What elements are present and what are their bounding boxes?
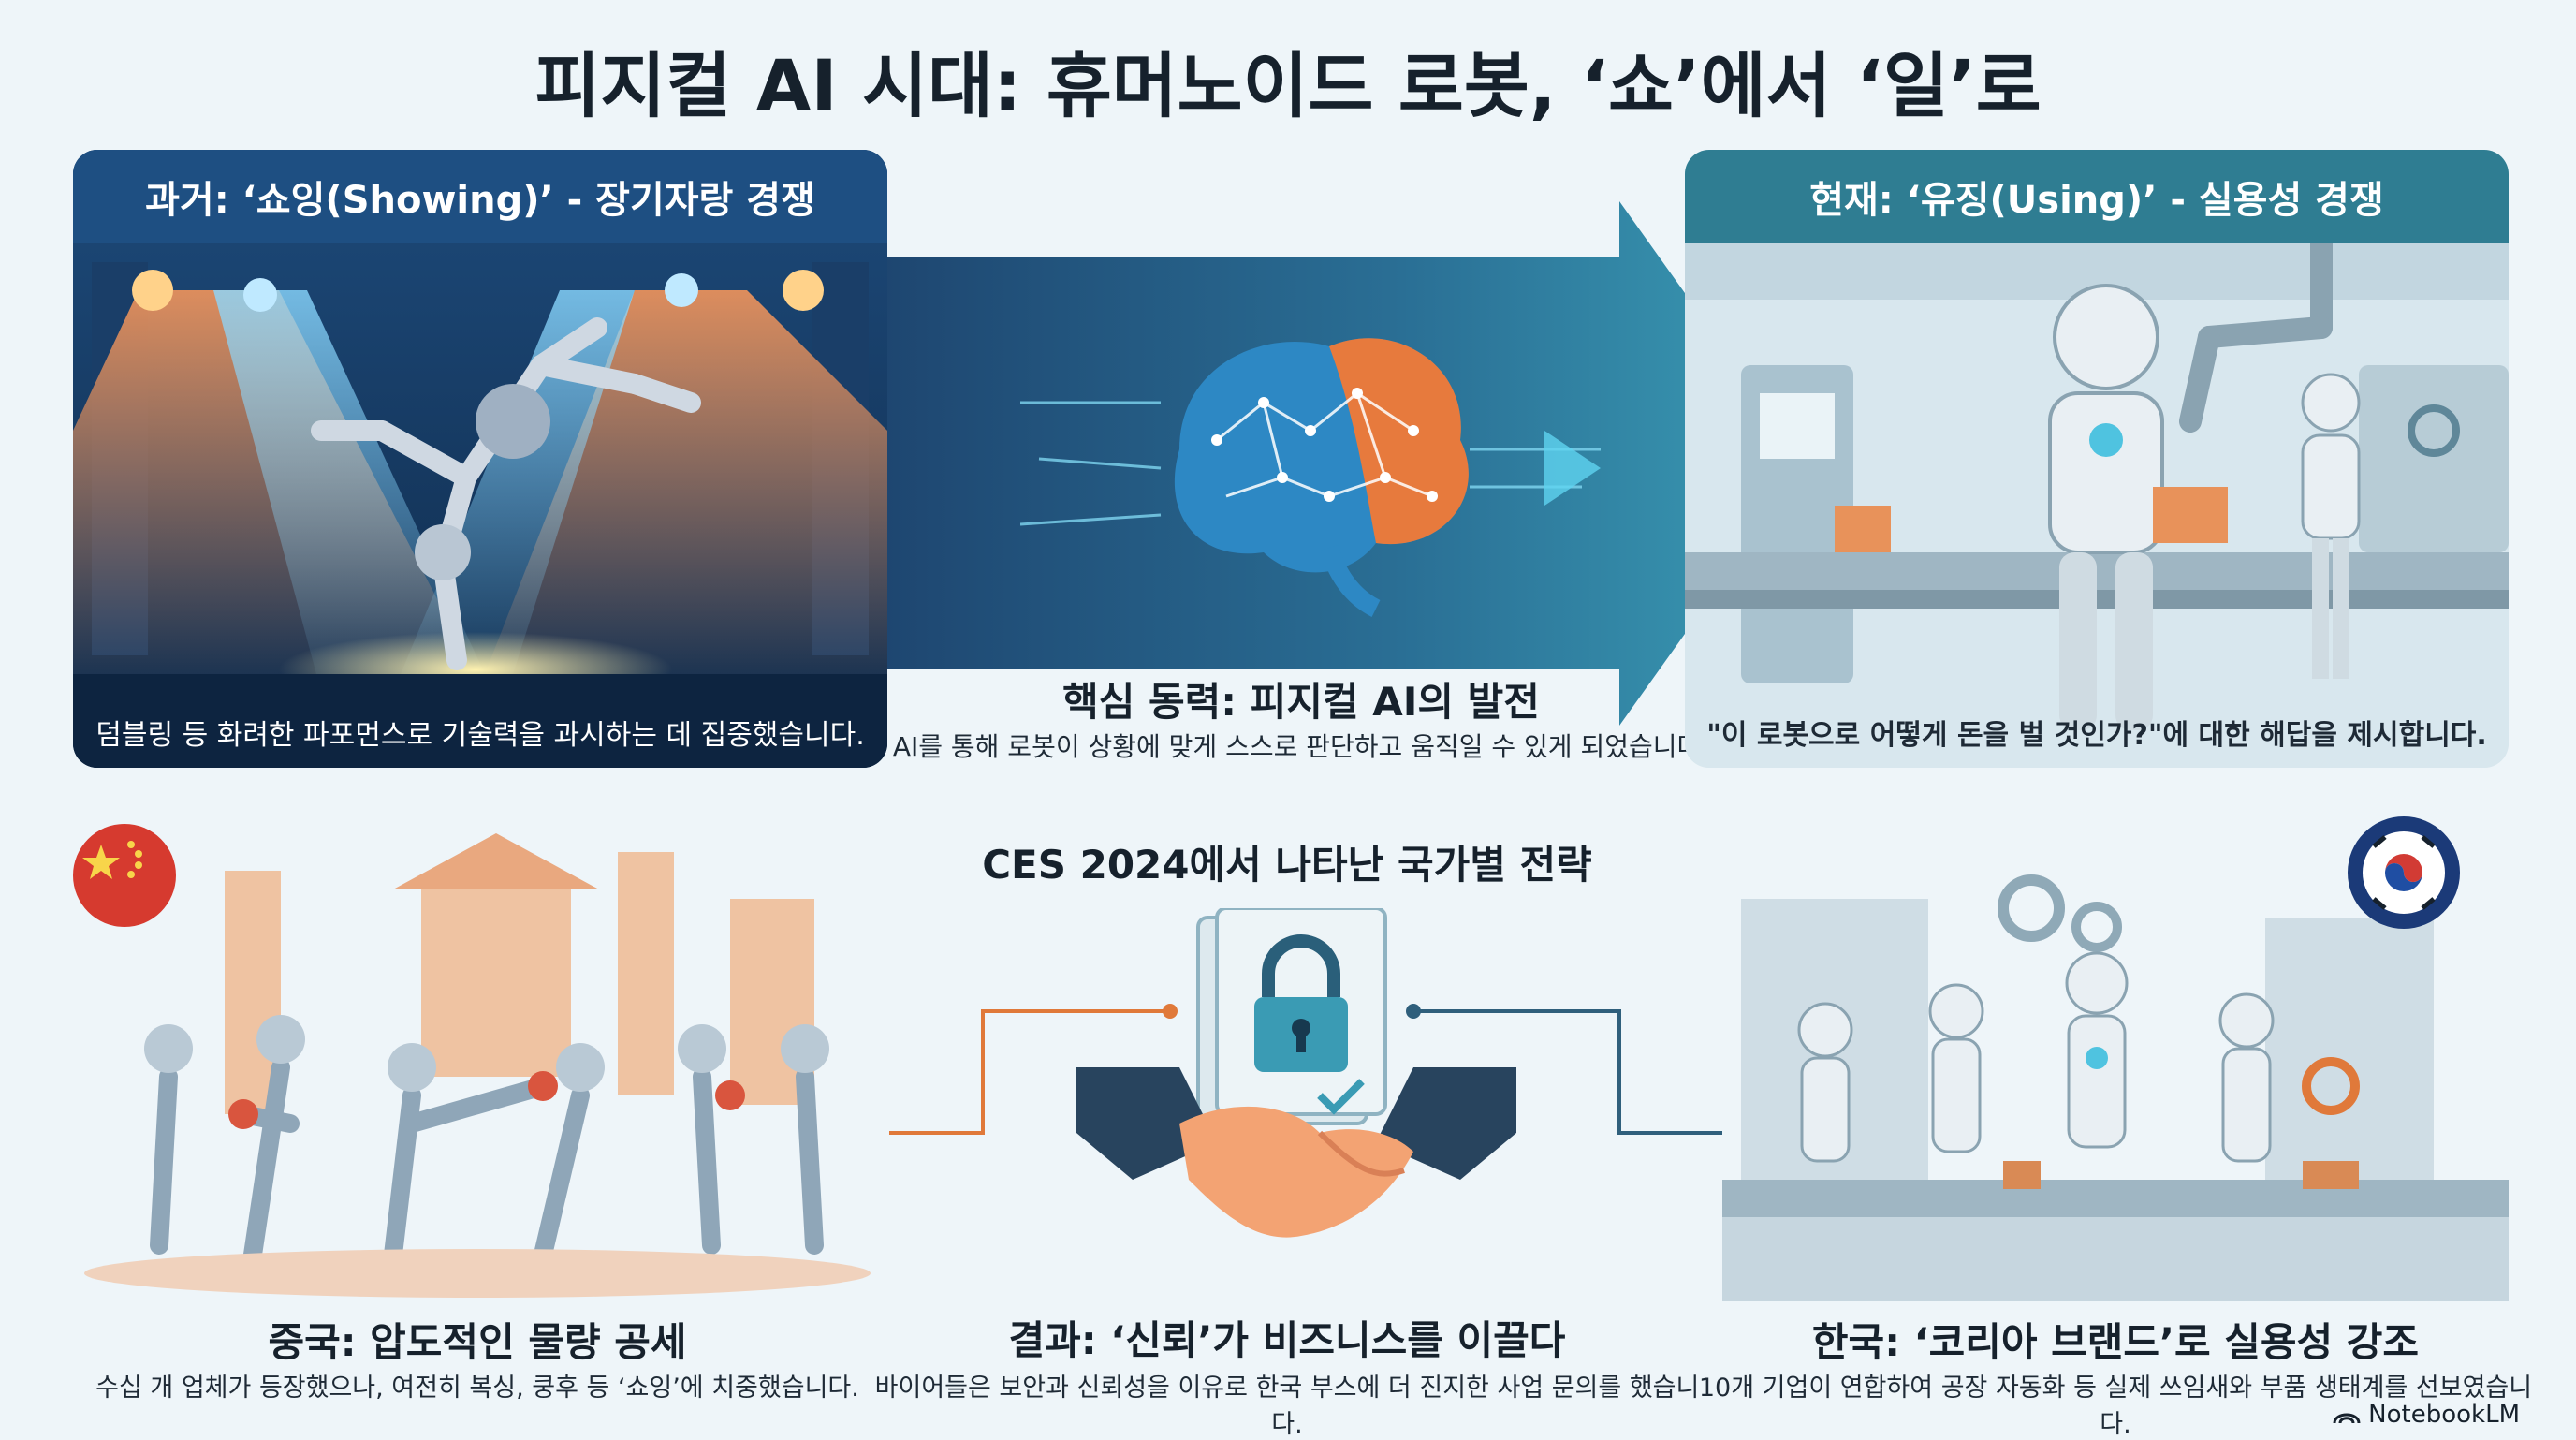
china-illustration	[56, 815, 899, 1301]
handshake-icon	[1076, 1067, 1516, 1238]
present-caption: "이 로봇으로 어떻게 돈을 벌 것인가?"에 대한 해답을 제시합니다.	[1706, 719, 2487, 752]
china-text: 수십 개 업체가 등장했으나, 여전히 복싱, 쿵후 등 ‘쇼잉’에 치중했습니…	[95, 1374, 859, 1403]
present-panel: 현재: ‘유징(Using)’ - 실용성 경쟁 "이 로봇으로 어떻게 돈을 …	[1685, 150, 2509, 768]
past-panel: 과거: ‘쇼잉(Showing)’ - 장기자랑 경쟁 덤블링 등 화려한 파포…	[73, 150, 887, 768]
core-text: AI를 통해 로봇이 상황에 맞게 스스로 판단하고 움직일 수 있게 되었습니…	[892, 731, 1710, 762]
page-title: 피지컬 AI 시대: 휴머노이드 로봇, ‘쇼’에서 ‘일’로	[534, 44, 2042, 127]
core-title: 핵심 동력: 피지컬 AI의 발전	[1062, 679, 1540, 725]
korea-text: 10개 기업이 연합하여 공장 자동화 등 실제 쓰임새와 부품 생태계를 선보…	[1698, 1374, 2533, 1439]
present-header: 현재: ‘유징(Using)’ - 실용성 경쟁	[1685, 150, 2509, 243]
brand-label: NotebookLM	[2368, 1401, 2520, 1429]
connector-lines	[889, 1004, 1732, 1135]
past-caption: 덤블링 등 화려한 파포먼스로 기술력을 과시하는 데 집중했습니다.	[95, 719, 865, 752]
korea-title: 한국: ‘코리아 브랜드’로 실용성 강조	[1811, 1319, 2420, 1365]
china-flag-icon	[73, 824, 176, 927]
notebooklm-icon	[2333, 1413, 2361, 1424]
lock-icon	[1196, 908, 1387, 1125]
factory-illustration	[1685, 150, 2509, 768]
stage-illustration	[73, 150, 887, 768]
brand-mark: NotebookLM	[2333, 1401, 2520, 1429]
korea-illustration	[1722, 824, 2509, 1301]
result-text: 바이어들은 보안과 신뢰성을 이유로 한국 부스에 더 진지한 사업 문의를 했…	[874, 1374, 1700, 1439]
china-title: 중국: 압도적인 물량 공세	[268, 1319, 687, 1365]
korea-flag-icon	[2348, 816, 2460, 929]
brain-icon	[1020, 338, 1601, 617]
result-title: 결과: ‘신뢰’가 비즈니스를 이끌다	[1008, 1317, 1566, 1363]
past-header: 과거: ‘쇼잉(Showing)’ - 장기자랑 경쟁	[73, 150, 887, 243]
ces-heading: CES 2024에서 나타난 국가별 전략	[982, 842, 1592, 888]
